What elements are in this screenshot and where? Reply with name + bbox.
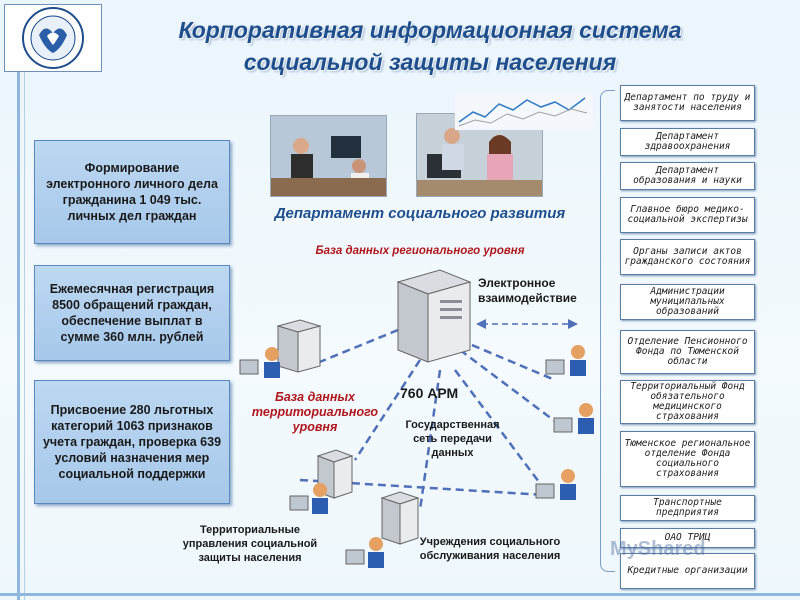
institutions-label: Учреждения социального обслуживания насе… (419, 536, 561, 562)
partner-health-dept: Департамент здравоохранения (620, 128, 755, 156)
decor-line (24, 68, 25, 600)
title-line-2: социальной защиты населения (243, 49, 617, 75)
partner-label: Кредитные организации (627, 565, 748, 576)
partner-label: Администрации муниципальных образований (650, 286, 725, 317)
title-line-1: Корпоративная информационная система (178, 17, 682, 43)
partner-medical-expertise: Главное бюро медико-социальной экспертиз… (620, 197, 755, 233)
institutions-server-icon (380, 491, 420, 545)
partner-labor-dept: Департамент по труду и занятости населен… (620, 85, 755, 121)
partner-label: Отделение Пенсионного Фонда по Тюменской… (627, 336, 748, 367)
department-logo (4, 4, 102, 72)
workstation-icon (239, 347, 280, 378)
chart-decoration (455, 92, 593, 130)
territorial-units-server-icon (316, 449, 354, 499)
partner-transport: Транспортные предприятия (620, 495, 755, 521)
partner-label: Транспортные предприятия (653, 497, 722, 518)
gov-network-label: Государственная сеть передачи данных (405, 419, 500, 459)
workstation-icon (345, 537, 384, 568)
partner-civil-registry: Органы записи актов гражданского состоян… (620, 239, 755, 275)
partner-label: Департамент образования и науки (633, 165, 742, 186)
workstation-icon (535, 469, 576, 500)
territorial-units-label: Территориальные управления социальной за… (182, 524, 318, 564)
partner-label: ОАО ТРИЦ (664, 532, 711, 543)
apm-count-label: 760 АРМ (400, 385, 459, 401)
workstation-icon (553, 403, 594, 434)
watermark: MyShared (610, 538, 706, 560)
workstation-icon (289, 483, 328, 514)
partner-label: Органы записи актов гражданского состоян… (624, 246, 751, 267)
info-box-categories: Присвоение 280 льготных категорий 1063 п… (34, 380, 230, 504)
info-box-text: Присвоение 280 льготных категорий 1063 п… (42, 403, 222, 481)
partner-social-insurance-fund: Тюменское региональное отделение Фонда с… (620, 431, 755, 487)
territorial-db-label: База данных территориального уровня (251, 390, 379, 434)
electronic-interaction-label: Электронное взаимодействие (478, 276, 577, 305)
partner-label: Департамент здравоохранения (644, 131, 731, 152)
decor-line (17, 68, 20, 600)
partner-label: Территориальный Фонд обязательного медиц… (630, 381, 745, 422)
partner-oao-tric: ОАО ТРИЦ (620, 528, 755, 548)
decor-line (0, 593, 800, 596)
partner-medical-insurance-fund: Территориальный Фонд обязательного медиц… (620, 380, 755, 424)
partners-bracket (600, 90, 615, 572)
partner-credit-orgs: Кредитные организации (620, 553, 755, 589)
page-title: Корпоративная информационная система соц… (120, 14, 740, 78)
office-photo-1 (270, 115, 387, 197)
info-box-text: Ежемесячная регистрация 8500 обращений г… (49, 282, 215, 344)
partner-label: Главное бюро медико-социальной экспертиз… (627, 204, 748, 225)
partner-label: Департамент по труду и занятости населен… (624, 92, 751, 113)
partner-education-dept: Департамент образования и науки (620, 162, 755, 190)
partner-label: Тюменское региональное отделение Фонда с… (624, 438, 751, 479)
partner-pension-fund: Отделение Пенсионного Фонда по Тюменской… (620, 330, 755, 374)
partner-municipal-admin: Администрации муниципальных образований (620, 284, 755, 320)
territorial-server-icon (276, 319, 322, 373)
workstation-icon (545, 345, 586, 376)
central-server-icon (396, 269, 472, 363)
info-box-personal-files: Формирование электронного личного дела г… (34, 140, 230, 244)
info-box-text: Формирование электронного личного дела г… (46, 161, 218, 223)
regional-db-label: База данных регионального уровня (315, 245, 525, 257)
info-box-registration: Ежемесячная регистрация 8500 обращений г… (34, 265, 230, 361)
department-title: Департамент социального развития (274, 205, 566, 222)
